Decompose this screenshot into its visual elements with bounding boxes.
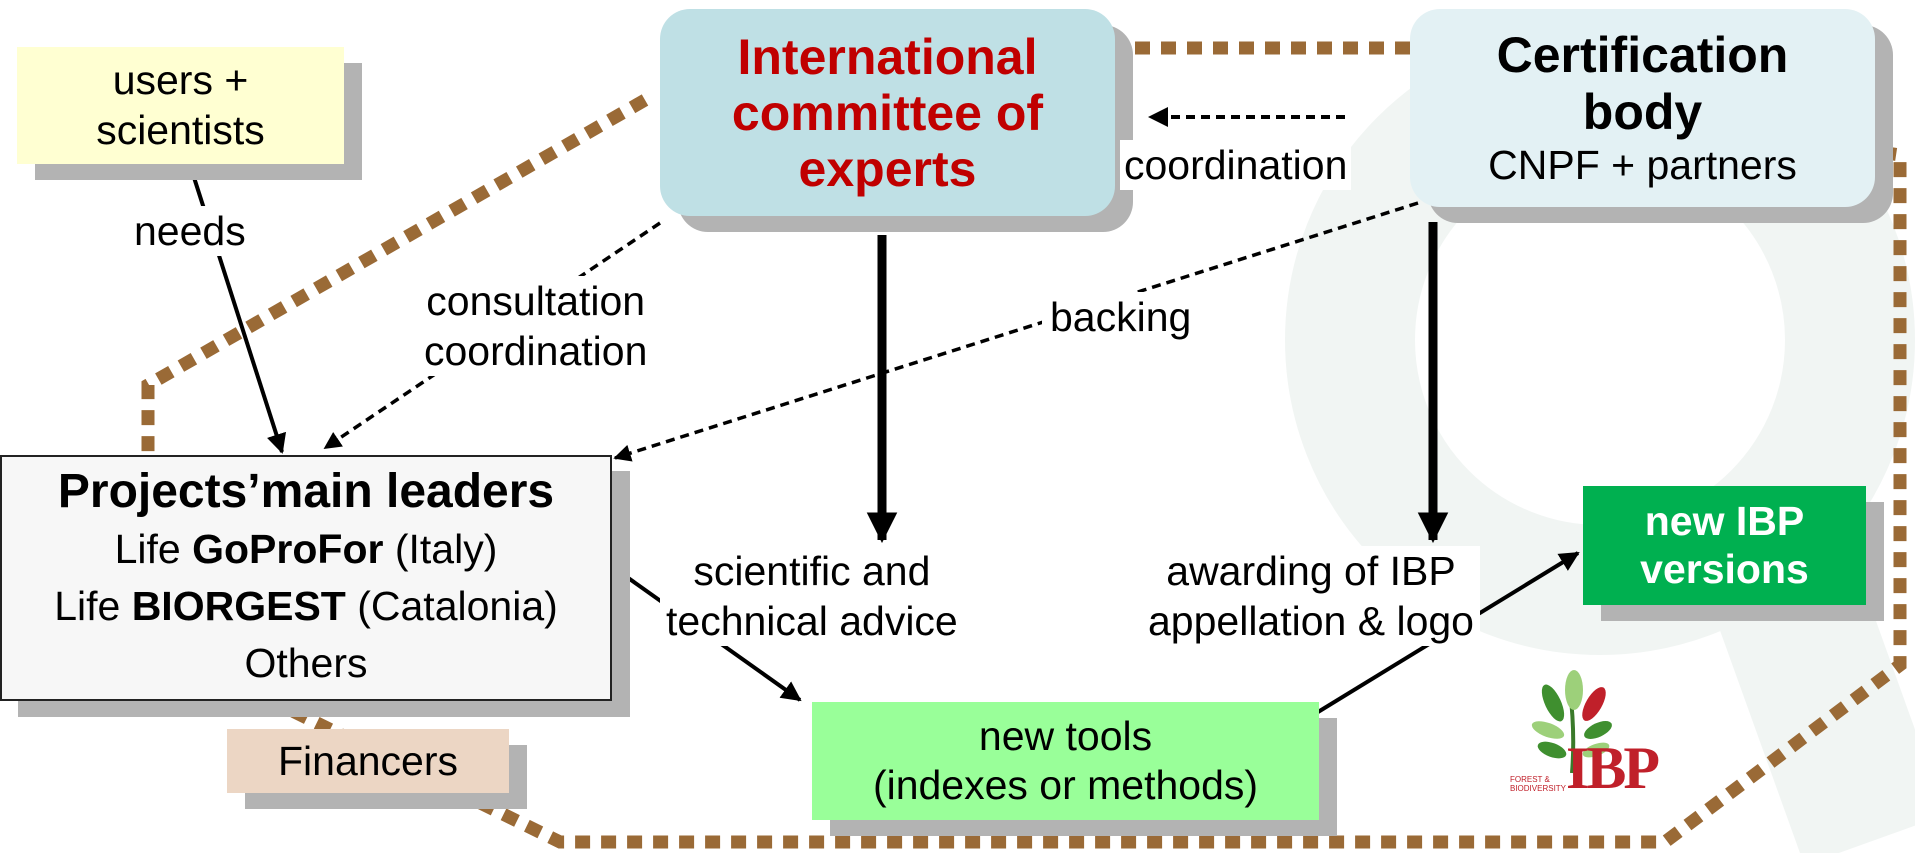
advice-label-line2: technical advice xyxy=(666,598,958,645)
certification-box: Certification body CNPF + partners xyxy=(1410,9,1875,207)
coordination-label: coordination xyxy=(1120,140,1352,191)
ibp-logo-caption: FOREST & BIODIVERSITY xyxy=(1510,775,1566,793)
leaders-row1-prefix: Life xyxy=(114,525,193,572)
awarding-label: awarding of IBP appellation & logo xyxy=(1142,546,1480,647)
leaders-row2-suffix: (Catalonia) xyxy=(345,583,558,630)
ibp-logo-caption-line1: FOREST & xyxy=(1510,775,1550,784)
ibp-logo: IBP FOREST & BIODIVERSITY xyxy=(1508,668,1660,803)
awarding-label-line1: awarding of IBP xyxy=(1166,548,1456,594)
leaders-row2-project: BIORGEST xyxy=(131,583,346,630)
financers-box: Financers xyxy=(227,729,509,793)
certification-title-line2: body xyxy=(1582,84,1703,141)
financers-label: Financers xyxy=(277,737,458,784)
leaders-row1: Life GoProFor (Italy) xyxy=(115,521,498,578)
advice-label-line1: scientific and xyxy=(693,548,931,594)
committee-line2: committee of xyxy=(731,84,1044,141)
consultation-label-line1: consultation xyxy=(426,278,646,324)
backing-label: backing xyxy=(1042,292,1200,343)
ibp-logo-caption-line2: BIODIVERSITY xyxy=(1510,784,1567,794)
tools-box: new tools (indexes or methods) xyxy=(812,702,1319,820)
leaders-row2-prefix: Life xyxy=(54,583,132,630)
leaders-box: Projects’main leaders Life GoProFor (Ita… xyxy=(0,455,612,701)
leaders-title: Projects’main leaders xyxy=(57,465,555,519)
needs-label: needs xyxy=(128,206,252,257)
users-box: users + scientists xyxy=(17,47,344,164)
certification-title-line1: Certification xyxy=(1496,26,1789,83)
committee-box: International committee of experts xyxy=(660,9,1115,216)
users-line1: users + xyxy=(112,57,249,104)
advice-label: scientific and technical advice xyxy=(660,546,964,647)
backing-arrow xyxy=(613,201,1419,462)
ibp-versions-line1: new IBP xyxy=(1644,498,1805,545)
leaders-row1-suffix: (Italy) xyxy=(383,525,498,572)
tools-line1: new tools xyxy=(978,712,1153,759)
committee-line1: International xyxy=(737,28,1038,85)
leaders-row1-project: GoProFor xyxy=(192,525,384,572)
consultation-label: consultation coordination xyxy=(420,276,652,377)
certification-subtitle: CNPF + partners xyxy=(1488,141,1797,188)
awarding-label-line2: appellation & logo xyxy=(1148,598,1474,645)
leaders-row3: Others xyxy=(244,640,368,687)
tools-line2: (indexes or methods) xyxy=(872,762,1259,808)
ibp-versions-box: new IBP versions xyxy=(1583,486,1866,605)
ibp-logo-text: IBP xyxy=(1566,735,1660,801)
committee-line3: experts xyxy=(798,140,977,197)
leaders-row2: Life BIORGEST (Catalonia) xyxy=(54,578,558,635)
project-boundary xyxy=(141,41,1907,849)
ibp-tree-logo-icon xyxy=(1531,670,1612,774)
users-line2: scientists xyxy=(96,106,265,153)
consultation-label-line2: coordination xyxy=(424,328,648,375)
ibp-versions-line2: versions xyxy=(1640,545,1809,592)
